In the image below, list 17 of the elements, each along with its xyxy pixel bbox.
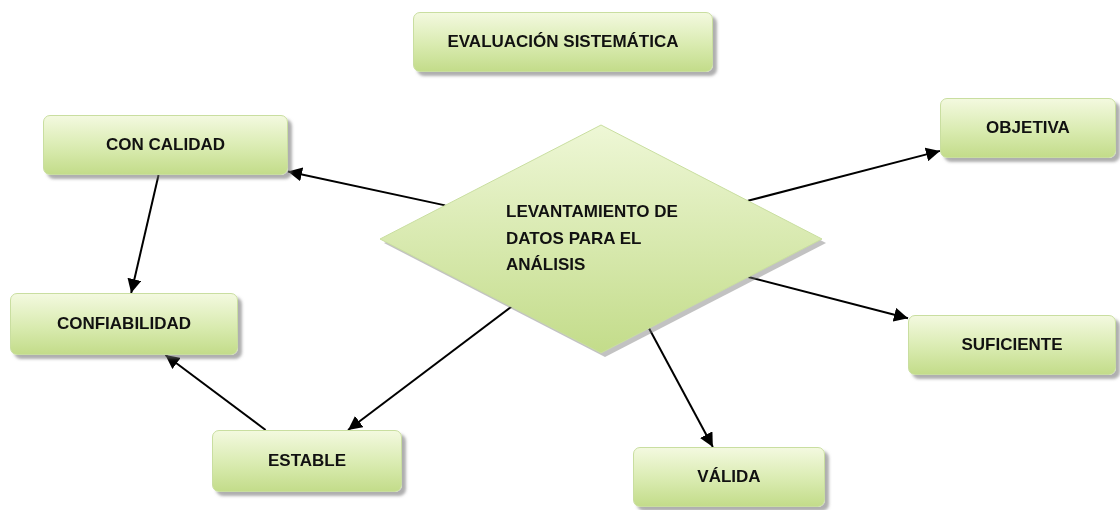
- node-label: VÁLIDA: [697, 465, 761, 488]
- rounded-box: [940, 98, 1116, 158]
- arrow: [164, 354, 267, 431]
- node-label: CONFIABILIDAD: [56, 312, 192, 335]
- arrow: [648, 327, 714, 448]
- rounded-box: [633, 447, 825, 507]
- node-label: EVALUACIÓN SISTEMÁTICA: [447, 30, 679, 53]
- arrow: [127, 174, 160, 294]
- rounded-box: [10, 293, 238, 355]
- node-label: CON CALIDAD: [106, 133, 225, 156]
- rounded-box: [43, 115, 288, 175]
- rounded-box: [413, 12, 713, 72]
- node-label: SUFICIENTE: [961, 333, 1063, 356]
- rounded-box: [908, 315, 1116, 375]
- rounded-box: [212, 430, 402, 492]
- node-label: ESTABLE: [267, 449, 347, 472]
- node-label: OBJETIVA: [986, 116, 1070, 139]
